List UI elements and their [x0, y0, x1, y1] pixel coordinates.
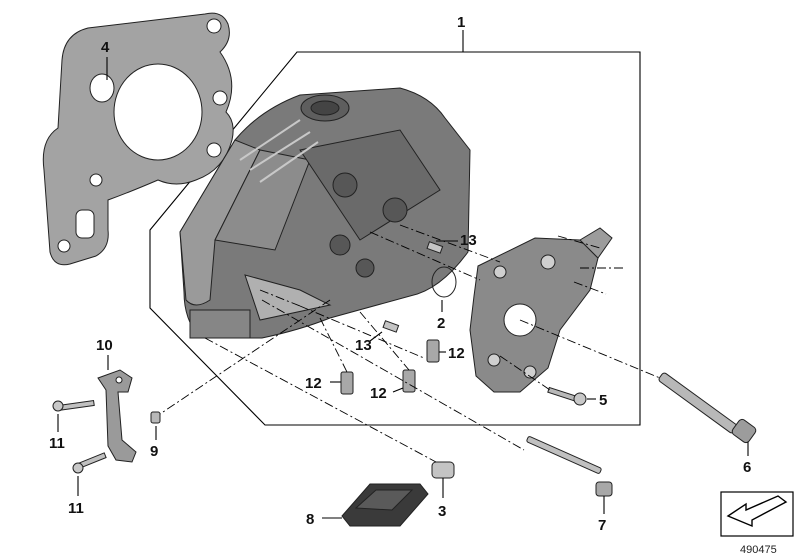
callout-10: 10	[96, 337, 113, 354]
dowel-sleeves	[382, 241, 444, 333]
callout-1: 1	[457, 14, 465, 31]
cylinder-head-gasket	[42, 12, 234, 266]
cylinder-head	[179, 87, 471, 339]
assembly-outline	[149, 51, 641, 426]
callout-4: 4	[101, 39, 110, 56]
callout-11-upper: 11	[49, 435, 65, 452]
callout-13-lower: 13	[355, 337, 372, 354]
callout-12-middle: 12	[370, 385, 387, 402]
callout-2: 2	[437, 315, 445, 332]
orientation-symbol	[720, 491, 794, 537]
callout-8: 8	[306, 511, 314, 528]
bolt-3	[431, 461, 455, 479]
bolt-6	[658, 372, 757, 444]
stud-bolts	[340, 339, 440, 395]
callout-3: 3	[438, 503, 446, 520]
callout-6: 6	[743, 459, 751, 476]
callout-9: 9	[150, 443, 158, 460]
callout-5: 5	[599, 392, 607, 409]
callout-13-upper: 13	[460, 232, 477, 249]
bolt-11-lower	[72, 452, 107, 474]
callout-12-right: 12	[448, 345, 465, 362]
bearing-cover	[469, 227, 613, 393]
callout-11-lower: 11	[68, 500, 84, 517]
assembly-lines	[159, 224, 661, 463]
o-ring	[431, 266, 457, 298]
bolt-7	[526, 436, 613, 497]
reference-number: 490475	[740, 544, 777, 556]
bolt-11-upper	[52, 399, 95, 412]
bolt-5	[547, 386, 587, 406]
arrow-icon	[726, 495, 788, 528]
cover-plate	[341, 483, 429, 527]
leader-13b	[369, 331, 383, 342]
callout-12-left: 12	[305, 375, 322, 392]
leader-12b	[392, 387, 404, 393]
sleeve-9	[150, 411, 161, 424]
callout-7: 7	[598, 517, 606, 534]
bracket	[97, 369, 137, 463]
